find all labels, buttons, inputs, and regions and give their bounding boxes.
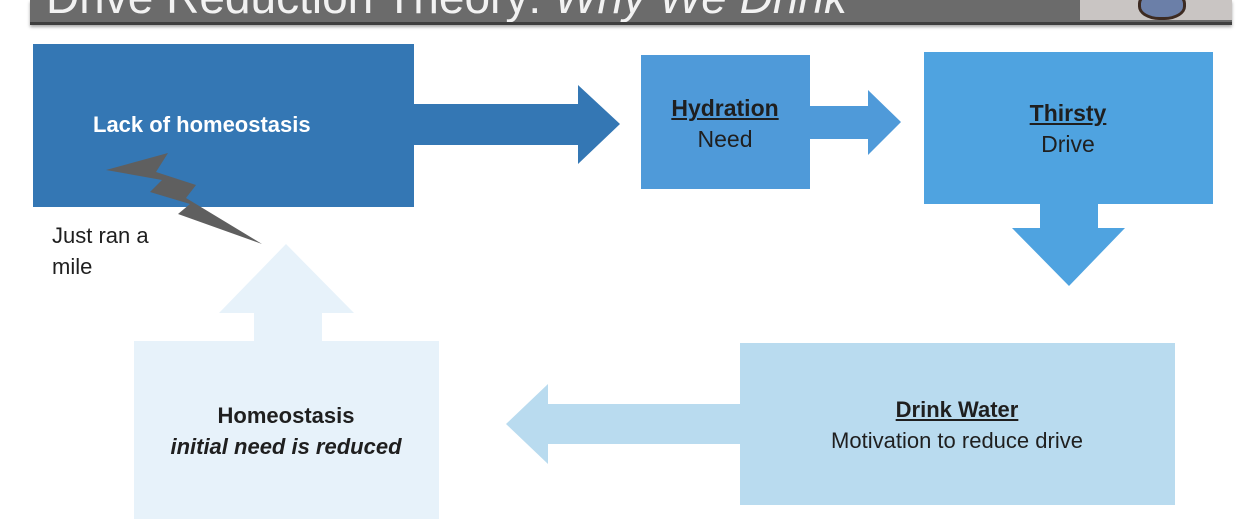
arrow-homeostasis-up <box>219 244 354 342</box>
lack-of-homeostasis-box <box>33 44 414 207</box>
hydration-box <box>641 55 810 189</box>
drink-water-box <box>740 343 1175 505</box>
slide-title-bar: Drive Reduction Theory: Why We Drink <box>30 0 1232 25</box>
slide-title-main: Drive Reduction Theory: <box>46 0 554 22</box>
thirsty-label: Thirsty Drive <box>924 98 1212 160</box>
lightning-bolt-icon <box>106 153 262 244</box>
trigger-line-1: Just ran a <box>52 223 149 248</box>
arrow-hydration-to-thirsty <box>809 90 901 155</box>
homeostasis-box <box>134 341 439 519</box>
presenter-webcam <box>1080 0 1232 20</box>
slide-title: Drive Reduction Theory: Why We Drink <box>46 0 847 22</box>
thirsty-title: Thirsty <box>1029 100 1107 126</box>
hydration-title: Hydration <box>671 95 779 121</box>
arrow-drink-to-homeostasis <box>506 384 741 464</box>
drink-title: Drink Water <box>895 397 1019 422</box>
drink-subtitle: Motivation to reduce drive <box>831 428 1083 453</box>
lack-label-text: Lack of homeostasis <box>93 112 311 137</box>
drink-water-label: Drink Water Motivation to reduce drive <box>740 394 1174 456</box>
thirsty-subtitle: Drive <box>1041 131 1095 157</box>
lack-of-homeostasis-label: Lack of homeostasis <box>35 112 413 138</box>
arrow-lack-to-hydration <box>413 85 620 164</box>
arrow-thirsty-down <box>1012 203 1125 286</box>
homeostasis-title: Homeostasis <box>217 403 355 428</box>
homeostasis-subtitle: initial need is reduced <box>170 434 402 459</box>
slide-title-italic: Why We Drink <box>554 0 847 22</box>
hydration-subtitle: Need <box>697 126 753 152</box>
thirsty-box <box>924 52 1213 204</box>
trigger-note: Just ran a mile <box>52 220 212 282</box>
hydration-label: Hydration Need <box>641 93 809 155</box>
presenter-hair <box>1138 0 1186 20</box>
homeostasis-label: Homeostasis initial need is reduced <box>134 400 438 462</box>
trigger-line-2: mile <box>52 254 93 279</box>
